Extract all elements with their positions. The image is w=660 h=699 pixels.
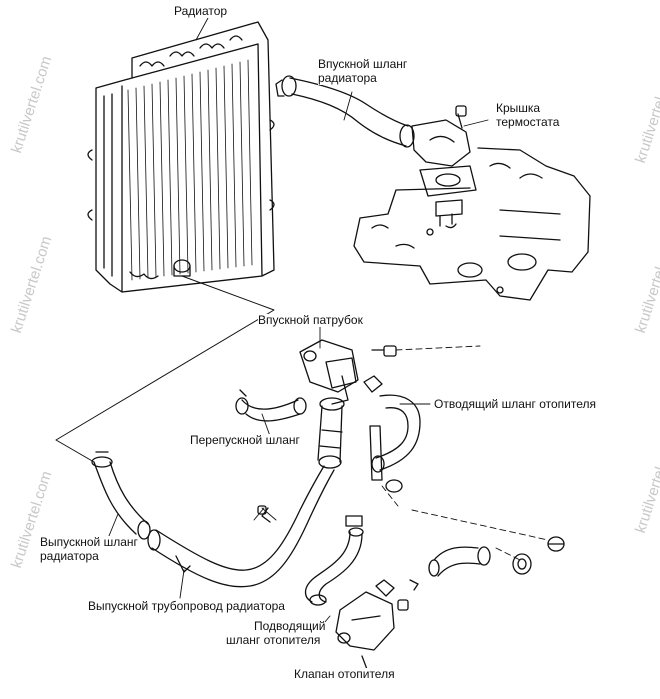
- label-inlet-pipe: Впускной патрубок: [258, 313, 363, 327]
- engine-block-drawing: [353, 147, 591, 301]
- radiator-drawing: [87, 21, 275, 293]
- outlet-pipe-drawing: [147, 465, 335, 588]
- label-bypass-hose: Перепускной шланг: [190, 433, 300, 447]
- upper-hose-drawing: [275, 75, 415, 148]
- heater-inlet-hose-drawing: [304, 515, 364, 606]
- label-lower-hose-line-1: Выпускной шланг: [40, 535, 138, 549]
- bypass-hose-drawing: [235, 389, 307, 422]
- label-heater-inlet-hose-line-1: Подводящий: [254, 619, 326, 633]
- connector-hose-drawing: [317, 397, 345, 469]
- leader-lines: [103, 17, 489, 677]
- label-heater-valve: Клапан отопителя: [294, 667, 395, 681]
- label-heater-outlet-hose: Отводящий шланг отопителя: [434, 397, 597, 411]
- lower-hose-drawing: [91, 451, 151, 540]
- label-upper-hose-line-2: радиатора: [318, 71, 377, 85]
- right-hose-drawing: [409, 536, 565, 591]
- dashed-lines: [381, 345, 549, 561]
- label-outlet-pipe: Выпускной трубопровод радиатора: [88, 599, 285, 613]
- label-thermostat-cover-line-2: термостата: [496, 115, 560, 129]
- water-inlet-drawing: [299, 339, 397, 405]
- reference-lines: [55, 275, 275, 463]
- label-lower-hose-line-2: радиатора: [40, 549, 99, 563]
- label-upper-hose-line-1: Впускной шланг: [318, 57, 408, 71]
- label-radiator: Радиатор: [174, 4, 228, 18]
- label-heater-inlet-hose-line-2: шланг отопителя: [226, 633, 321, 647]
- heater-valve-drawing: [335, 579, 409, 673]
- label-thermostat-cover-line-1: Крышка: [496, 101, 541, 115]
- thermostat-housing-drawing: [411, 105, 477, 229]
- heater-outlet-hose-drawing: [369, 394, 421, 493]
